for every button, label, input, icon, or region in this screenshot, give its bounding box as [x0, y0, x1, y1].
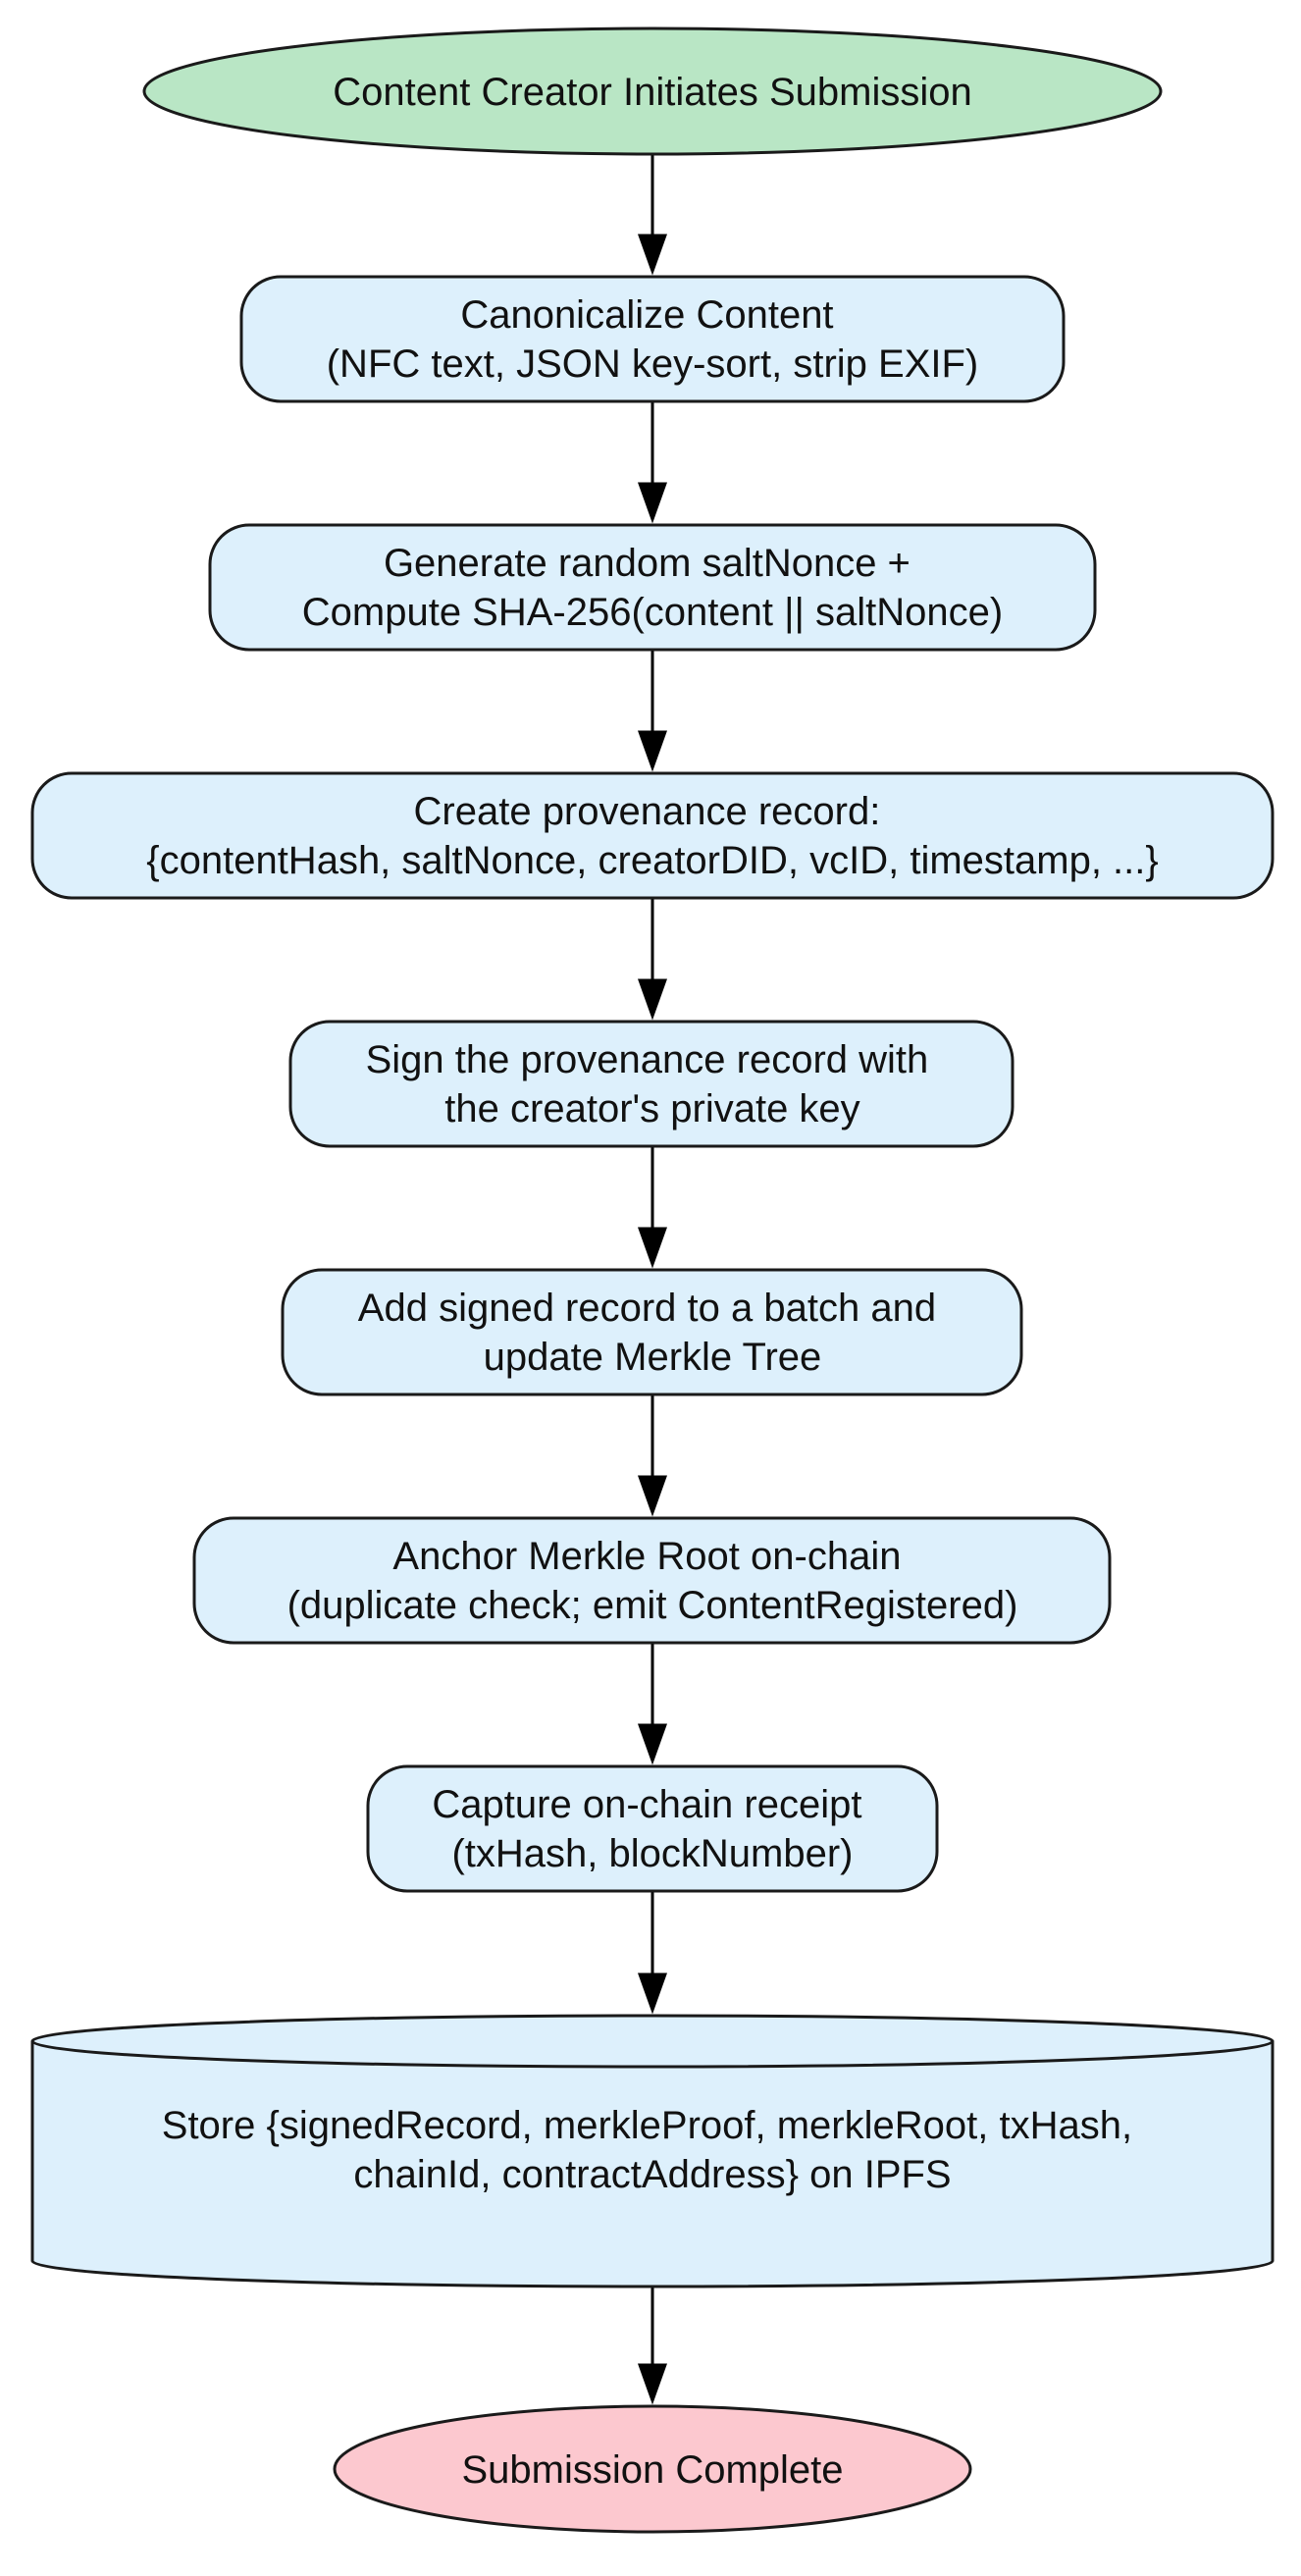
capture-receipt-node: Capture on-chain receipt (txHash, blockN… [366, 1764, 939, 1893]
canonicalize-content-label-line-1: Canonicalize Content [460, 293, 833, 337]
flowchart-edges [638, 155, 667, 2405]
capture-receipt-label-line-1: Capture on-chain receipt [432, 1783, 861, 1826]
end-node-label-line-1: Submission Complete [461, 2448, 843, 2492]
merkle-batch-label-line-1: Add signed record to a batch and [358, 1287, 936, 1330]
start-node: Content Creator Initiates Submission [142, 26, 1163, 156]
end-node-label: Submission Complete [461, 2448, 843, 2492]
end-node: Submission Complete [333, 2404, 972, 2534]
arrow-record-to-sign [638, 899, 667, 1021]
arrow-head [638, 1723, 667, 1765]
ipfs-store-label-line-2: chainId, contractAddress} on IPFS [353, 2153, 951, 2196]
arrow-head [638, 2363, 667, 2405]
sign-record-node: Sign the provenance record with the crea… [288, 1020, 1015, 1148]
ipfs-store-cylinder-top [30, 2014, 1275, 2069]
arrow-head [638, 1972, 667, 2015]
canonicalize-content-node: Canonicalize Content (NFC text, JSON key… [239, 275, 1066, 403]
compute-hash-label-line-1: Generate random saltNonce + [384, 542, 911, 585]
ipfs-store-label: Store {signedRecord, merkleProof, merkle… [162, 2104, 1143, 2196]
arrow-head [638, 1475, 667, 1517]
merkle-batch-label-line-2: update Merkle Tree [484, 1336, 822, 1379]
capture-receipt-label: Capture on-chain receipt (txHash, blockN… [432, 1783, 872, 1875]
arrow-sign-to-batch [638, 1147, 667, 1269]
capture-receipt-label-line-2: (txHash, blockNumber) [451, 1832, 853, 1875]
arrow-anchor-to-receipt [638, 1644, 667, 1765]
canonicalize-content-label-line-2: (NFC text, JSON key-sort, strip EXIF) [327, 342, 979, 386]
provenance-record-node: Create provenance record: {contentHash, … [30, 771, 1275, 900]
arrow-head [638, 730, 667, 772]
anchor-root-label-line-1: Anchor Merkle Root on-chain [392, 1535, 901, 1578]
arrow-batch-to-anchor [638, 1395, 667, 1517]
ipfs-store-label-line-1: Store {signedRecord, merkleProof, merkle… [162, 2104, 1132, 2147]
compute-hash-node: Generate random saltNonce + Compute SHA-… [208, 523, 1097, 652]
sign-record-label: Sign the provenance record with the crea… [366, 1038, 940, 1130]
start-node-label: Content Creator Initiates Submission [333, 71, 971, 114]
anchor-root-label-line-2: (duplicate check; emit ContentRegistered… [287, 1584, 1018, 1627]
provenance-record-label-line-2: {contentHash, saltNonce, creatorDID, vcI… [146, 839, 1159, 882]
arrow-store-to-end [638, 2287, 667, 2405]
canonicalize-content-label: Canonicalize Content (NFC text, JSON key… [327, 293, 979, 386]
merkle-batch-node: Add signed record to a batch and update … [281, 1268, 1023, 1396]
anchor-root-node: Anchor Merkle Root on-chain (duplicate c… [192, 1516, 1112, 1645]
arrow-head [638, 1227, 667, 1269]
compute-hash-label-line-2: Compute SHA-256(content || saltNonce) [302, 591, 1003, 634]
arrow-head [638, 234, 667, 276]
arrow-receipt-to-store [638, 1892, 667, 2015]
ipfs-store-node: Store {signedRecord, merkleProof, merkle… [30, 2014, 1275, 2288]
anchor-root-label: Anchor Merkle Root on-chain (duplicate c… [287, 1535, 1018, 1627]
ipfs-store-cylinder-body [30, 2041, 1275, 2288]
merkle-batch-label: Add signed record to a batch and update … [358, 1287, 947, 1379]
sign-record-label-line-1: Sign the provenance record with [366, 1038, 929, 1081]
start-node-label-line-1: Content Creator Initiates Submission [333, 71, 971, 114]
compute-hash-label: Generate random saltNonce + Compute SHA-… [302, 542, 1003, 634]
arrow-head [638, 482, 667, 524]
arrow-hash-to-record [638, 651, 667, 772]
arrow-canonicalize-to-hash [638, 402, 667, 524]
arrow-head [638, 978, 667, 1021]
arrow-start-to-canonicalize [638, 155, 667, 276]
provenance-record-label: Create provenance record: {contentHash, … [146, 790, 1159, 882]
provenance-record-label-line-1: Create provenance record: [414, 790, 881, 833]
sign-record-label-line-2: the creator's private key [444, 1087, 859, 1130]
flowchart-nodes: Content Creator Initiates Submission Can… [30, 26, 1275, 2534]
